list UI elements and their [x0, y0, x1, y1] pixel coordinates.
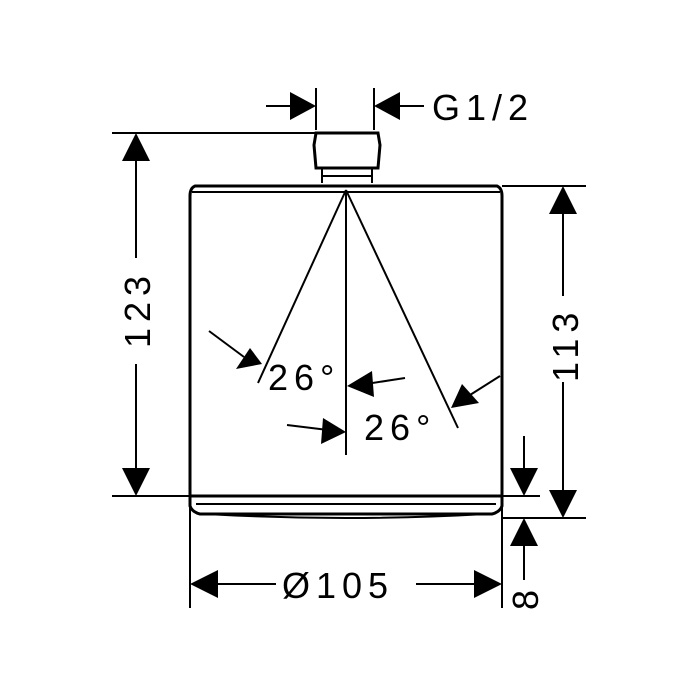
angle-left-arrowhead-2: [347, 371, 374, 397]
angle-right-arrowhead: [321, 418, 346, 444]
angle-dimension-right: 26°: [286, 375, 501, 448]
angle-right-label: 26°: [364, 407, 436, 448]
face-arrowhead-bottom: [510, 518, 538, 546]
angle-dimension-left: 26°: [208, 330, 406, 398]
height-arrowhead-bottom: [122, 468, 150, 496]
overall-height-dimension: 123: [112, 132, 316, 497]
spray-angle-lines: [257, 189, 459, 455]
body-height-dimension: 113: [502, 185, 586, 519]
angle-left-leader: [208, 330, 245, 358]
thread-arrowhead-left: [290, 92, 316, 120]
face-height-label: 8: [505, 584, 546, 610]
face-arrowhead-top: [510, 468, 538, 496]
body-arrowhead-bottom: [549, 490, 577, 518]
diameter-label: Ø105: [282, 565, 394, 606]
thread-arrowhead-right: [374, 92, 400, 120]
thread-label: G1/2: [432, 87, 534, 128]
body-arrowhead-top: [549, 186, 577, 214]
angle-right-leader-2: [469, 375, 501, 396]
spray-line-right: [345, 189, 459, 429]
angle-left-arrowhead: [236, 348, 262, 369]
body-height-label: 113: [545, 307, 586, 382]
face-height-dimension: 8: [502, 436, 546, 610]
angle-left-label: 26°: [268, 357, 340, 398]
diameter-arrowhead-left: [190, 570, 218, 598]
spray-line-left: [257, 189, 347, 384]
diameter-arrowhead-right: [474, 570, 502, 598]
diameter-dimension: Ø105: [189, 500, 503, 608]
thread-dimension: G1/2: [266, 87, 534, 130]
height-arrowhead-top: [122, 133, 150, 161]
overall-height-label: 123: [117, 270, 158, 348]
spray-face-bottom: [205, 513, 487, 519]
angle-right-arrowhead-2: [451, 384, 479, 408]
angle-right-leader: [286, 424, 329, 431]
connector-nut: [312, 131, 382, 170]
